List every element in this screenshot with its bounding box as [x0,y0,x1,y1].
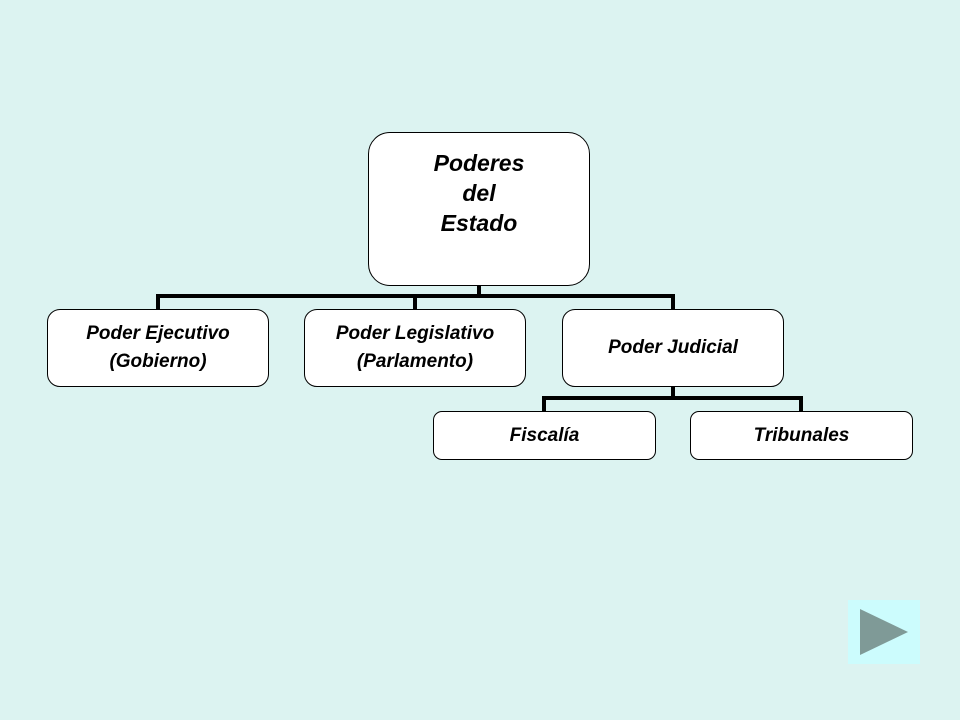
node-poder-judicial: Poder Judicial [562,309,784,387]
node-label: Poder Legislativo (Parlamento) [335,323,495,372]
node-label: Poder Judicial [608,337,738,358]
node-fiscalia: Fiscalía [433,411,656,460]
node-poder-ejecutivo: Poder Ejecutivo (Gobierno) [47,309,269,387]
play-triangle-icon [860,609,908,655]
node-label: Fiscalía [509,424,580,446]
next-slide-button[interactable] [848,600,920,664]
node-label: Poderes del Estado [433,150,525,236]
node-label: Poder Ejecutivo (Gobierno) [86,323,230,372]
node-poder-legislativo: Poder Legislativo (Parlamento) [304,309,526,387]
node-tribunales: Tribunales [690,411,913,460]
node-label: Tribunales [753,424,850,446]
node-poderes-del-estado: Poderes del Estado [368,132,590,286]
